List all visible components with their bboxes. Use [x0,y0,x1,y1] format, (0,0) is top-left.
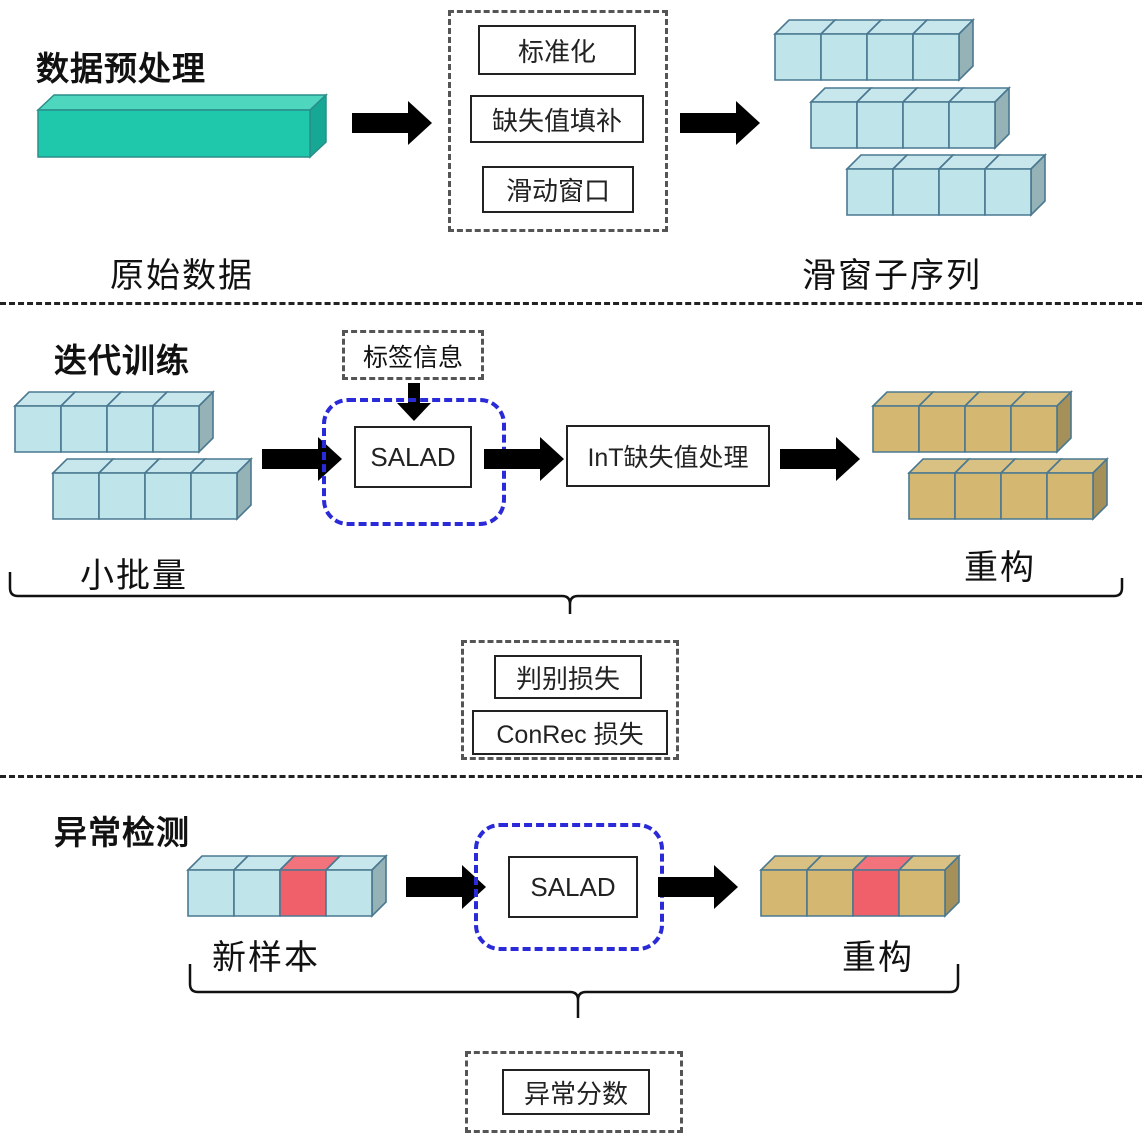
cube-front [912,33,960,81]
new-sample-label: 新样本 [212,938,320,978]
conrec-loss: ConRec 损失 [472,710,668,755]
step-normalize: 标准化 [478,25,636,75]
cube-front [190,472,238,520]
section-title-detection: 异常检测 [54,813,190,852]
cube-front [948,101,996,149]
cube-front [325,869,373,917]
raw-data-front [37,109,311,158]
cube-front [1046,472,1094,520]
step-missing-fill: 缺失值填补 [470,95,644,143]
step-sliding-window: 滑动窗口 [482,166,634,213]
raw-data-label: 原始数据 [110,256,254,296]
salad-model-training: SALAD [354,426,472,488]
arrow-icon [352,101,432,145]
section-divider [0,302,1142,305]
cube-front [984,168,1032,216]
preprocess-steps-group [448,10,668,232]
cube-front [898,869,946,917]
label-info-text: 标签信息 [362,343,463,372]
section-title-training: 迭代训练 [54,341,190,380]
reconstruction-label-training: 重构 [964,548,1036,588]
arrow-icon [780,437,860,481]
salad-model-detection: SALAD [508,856,638,918]
subsequence-label: 滑窗子序列 [802,256,982,296]
discriminative-loss: 判别损失 [494,655,642,699]
arrow-icon [658,865,738,909]
loss-group [461,640,679,760]
section-divider [0,775,1142,778]
section-title-preprocess: 数据预处理 [36,49,206,88]
reconstruction-label-detection: 重构 [842,938,914,978]
label-info-box [342,330,484,380]
anomaly-score: 异常分数 [502,1069,650,1115]
arrow-icon [680,101,760,145]
cube-front [152,405,200,453]
cube-front [1010,405,1058,453]
arrow-icon [484,437,564,481]
arrow-down-icon [397,383,431,421]
anomaly-score-group [465,1051,683,1133]
mini-batch-label: 小批量 [80,556,188,596]
int-missing-value-handler: InT缺失值处理 [566,425,770,487]
arrow-icon [406,865,486,909]
